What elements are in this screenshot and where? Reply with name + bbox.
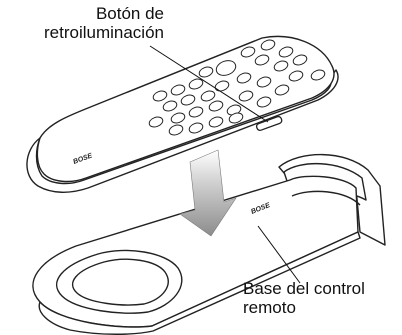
callout-remote-base: Base del control remoto — [243, 279, 365, 317]
base-recess-inner — [71, 258, 169, 306]
remote-button[interactable] — [288, 69, 304, 82]
remote-control — [26, 35, 339, 193]
remote-button[interactable] — [162, 99, 178, 112]
remote-button[interactable] — [188, 121, 204, 134]
leader-line-base — [257, 225, 301, 284]
remote-button[interactable] — [168, 123, 184, 136]
remote-buttons — [148, 38, 326, 136]
remote-button[interactable] — [170, 111, 186, 124]
callout-base-line1: Base del control — [243, 279, 365, 298]
remote-button[interactable] — [200, 89, 216, 102]
down-arrow-icon — [179, 149, 237, 237]
remote-button[interactable] — [292, 53, 308, 66]
remote-base — [32, 153, 386, 335]
remote-button[interactable] — [240, 45, 256, 58]
remote-button[interactable] — [273, 59, 289, 72]
remote-nav-pad[interactable] — [214, 58, 238, 78]
remote-button[interactable] — [208, 99, 224, 112]
remote-top-face — [36, 35, 335, 183]
remote-button[interactable] — [254, 53, 270, 66]
remote-button[interactable] — [170, 83, 186, 96]
remote-button[interactable] — [188, 105, 204, 118]
base-right-recess — [291, 190, 361, 206]
remote-button[interactable] — [148, 115, 164, 128]
callout-backlight-line2: retroiluminación — [44, 23, 164, 42]
callout-backlight-line1: Botón de — [95, 4, 164, 23]
remote-button[interactable] — [228, 111, 244, 124]
remote-button[interactable] — [256, 95, 272, 108]
remote-button[interactable] — [198, 65, 214, 78]
remote-button[interactable] — [236, 71, 252, 84]
leader-lines — [149, 45, 301, 284]
backlight-button[interactable] — [255, 115, 283, 132]
remote-button[interactable] — [310, 68, 326, 81]
remote-button[interactable] — [152, 89, 168, 102]
remote-button[interactable] — [256, 75, 272, 88]
base-plate-edge — [38, 231, 361, 335]
remote-button[interactable] — [188, 77, 204, 90]
remote-button[interactable] — [260, 38, 276, 51]
remote-button[interactable] — [274, 83, 290, 96]
leader-line-backlight — [149, 45, 269, 123]
remote-button[interactable] — [180, 93, 196, 106]
callout-base-line2: remoto — [243, 298, 296, 317]
remote-button[interactable] — [238, 89, 254, 102]
remote-side-edge — [26, 69, 339, 193]
remote-button[interactable] — [208, 115, 224, 128]
base-groove-outer — [56, 249, 183, 314]
remote-button[interactable] — [278, 45, 294, 58]
callout-backlight-button: Botón de retroiluminación — [4, 4, 164, 42]
